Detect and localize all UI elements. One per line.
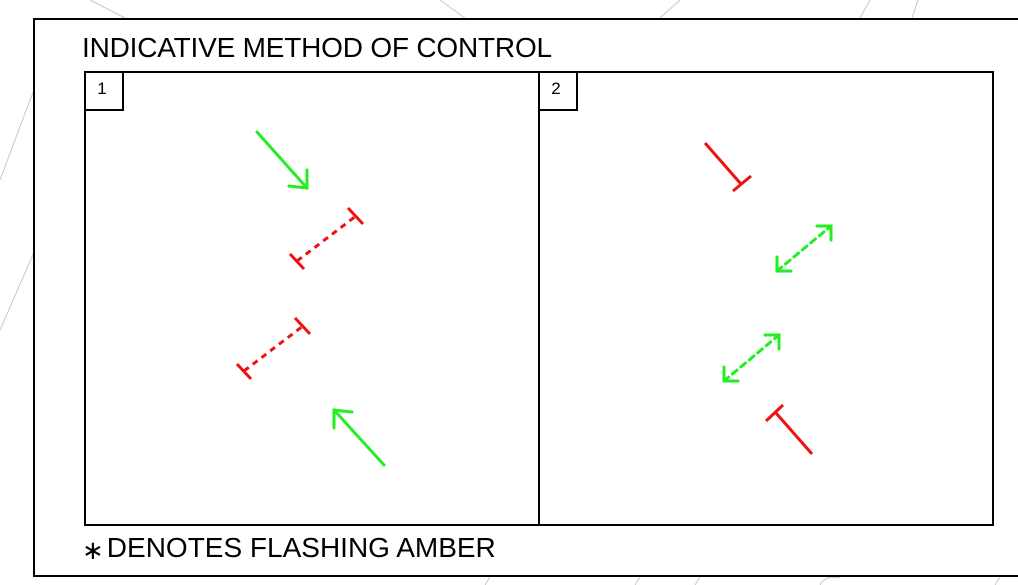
- green-dashed-double-arrow-icon: [775, 224, 833, 273]
- phase-1-movements: [235, 130, 386, 467]
- footnote-text: DENOTES FLASHING AMBER: [106, 532, 496, 563]
- red-dashed-stop-icon: [235, 316, 312, 381]
- panel-number-2: 2: [538, 71, 578, 111]
- red-stop-bar-icon: [703, 142, 752, 193]
- green-dashed-double-arrow-icon: [722, 333, 781, 383]
- phase-panel-2: 2: [538, 71, 994, 526]
- red-stop-bar-icon: [764, 403, 814, 455]
- green-arrow-icon: [255, 130, 309, 190]
- green-arrow-icon: [332, 408, 386, 467]
- footnote: ∗ DENOTES FLASHING AMBER: [82, 532, 496, 565]
- phase-panel-1: 1: [84, 71, 540, 526]
- asterisk-icon: ∗: [82, 534, 104, 565]
- red-dashed-stop-icon: [288, 206, 365, 271]
- panel-number-1: 1: [84, 71, 124, 111]
- diagram-title: INDICATIVE METHOD OF CONTROL: [82, 32, 552, 63]
- phase-2-movements: [703, 142, 833, 455]
